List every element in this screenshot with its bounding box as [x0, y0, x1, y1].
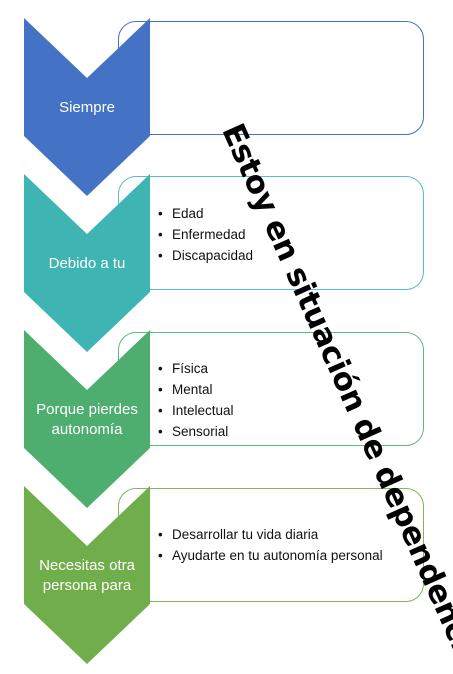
- list-item: Física: [158, 358, 234, 379]
- step-3-list: Física Mental Intelectual Sensorial: [158, 358, 234, 442]
- list-item: Sensorial: [158, 421, 234, 442]
- list-item: Intelectual: [158, 400, 234, 421]
- step-4-chevron-shape: [24, 486, 150, 664]
- list-item: Mental: [158, 379, 234, 400]
- step-4-list: Desarrollar tu vida diaria Ayudarte en t…: [158, 524, 383, 566]
- step-4-chevron: Necesitas otra persona para: [24, 486, 150, 664]
- list-item: Desarrollar tu vida diaria: [158, 524, 383, 545]
- step-4-label: Necesitas otra persona para: [39, 557, 135, 594]
- step-2-chevron-shape: [24, 174, 150, 352]
- step-1-label: Siempre: [59, 99, 115, 116]
- step-2-label: Debido a tu: [48, 255, 126, 272]
- list-item: Discapacidad: [158, 245, 253, 266]
- step-2-list: Edad Enfermedad Discapacidad: [158, 203, 253, 266]
- step-1-chevron-shape: [24, 18, 150, 196]
- step-1-box: [118, 21, 424, 135]
- step-3-chevron: Porque pierdes autonomía: [24, 330, 150, 508]
- step-3-chevron-shape: [24, 330, 150, 508]
- list-item: Edad: [158, 203, 253, 224]
- step-1-chevron: Siempre: [24, 18, 150, 196]
- list-item: Ayudarte en tu autonomía personal: [158, 545, 383, 566]
- step-2-chevron: Debido a tu: [24, 174, 150, 352]
- list-item: Enfermedad: [158, 224, 253, 245]
- step-3-label: Porque pierdes autonomía: [36, 401, 138, 438]
